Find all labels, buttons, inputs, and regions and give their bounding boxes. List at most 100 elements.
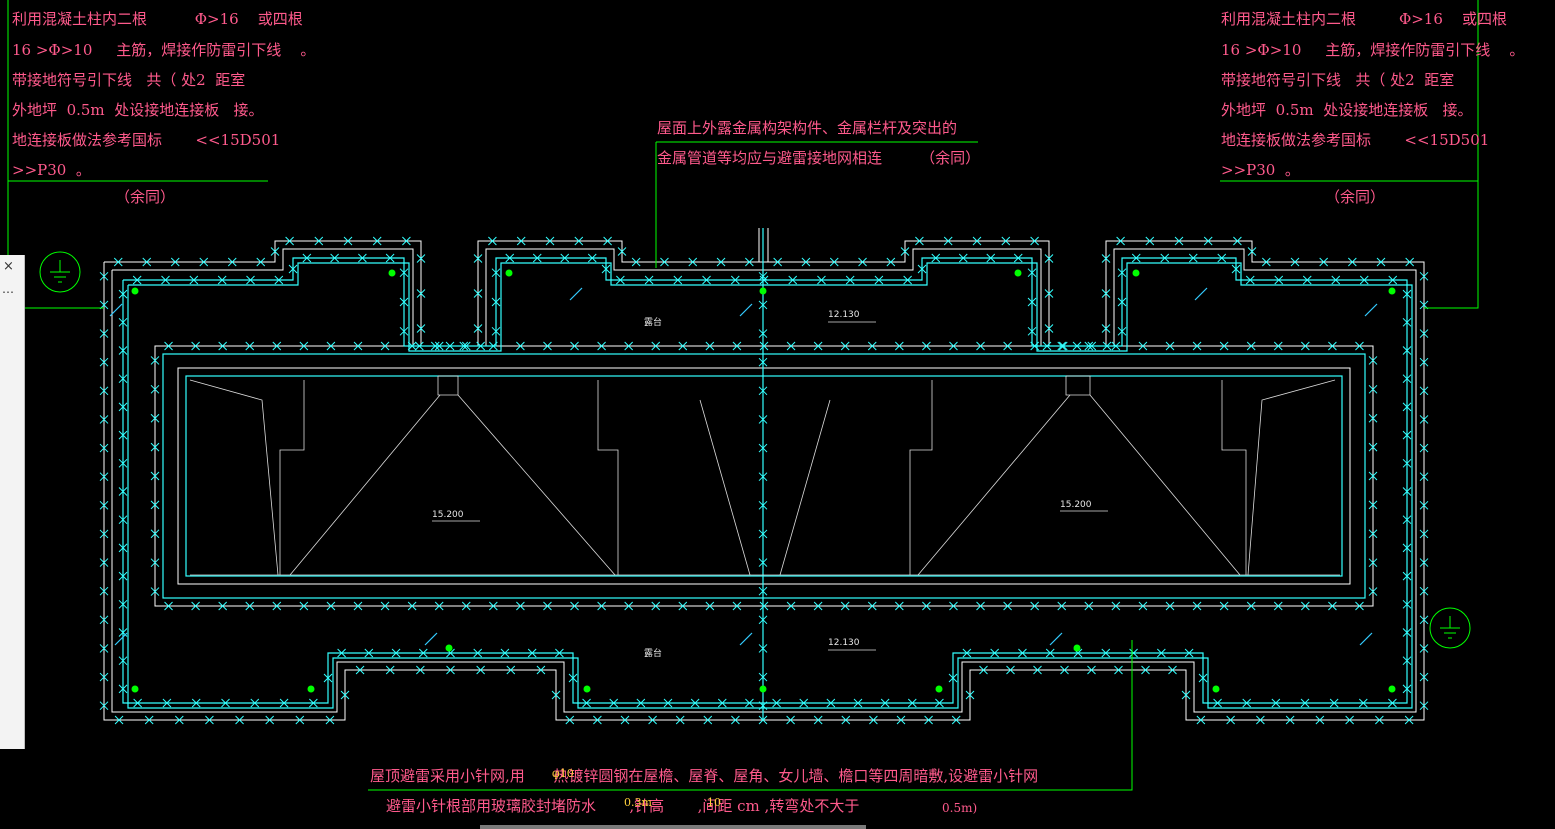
cross-outer-110 — [565, 715, 575, 725]
cross-outer-48 — [1101, 289, 1111, 298]
cross-inner-77 — [1358, 698, 1368, 708]
cross-inner-61 — [1402, 289, 1412, 299]
cross-inner-83 — [1198, 673, 1208, 683]
left-note-line2: 16 >Φ>10 主筋，焊接作防雷引下线 。 — [12, 41, 316, 59]
cross-outer-85 — [1196, 715, 1206, 725]
cross-inner-105 — [636, 698, 646, 708]
cross-stair-7 — [353, 341, 363, 351]
cross-stair-38 — [1192, 341, 1202, 351]
cross-inner-69 — [1402, 515, 1412, 525]
cross-stair-95 — [245, 601, 255, 611]
interior-line-0 — [189, 379, 279, 576]
cross-stair-15 — [570, 341, 579, 351]
cross-outer-99 — [869, 715, 878, 725]
cross-inner-67 — [1402, 458, 1412, 468]
air-terminal-markers — [99, 236, 1429, 725]
cross-outer-11 — [402, 236, 411, 246]
cross-inner-78 — [1329, 698, 1339, 708]
cross-stair-6 — [326, 341, 336, 351]
down-conductor-points — [131, 269, 1396, 693]
arrow-0 — [569, 287, 583, 301]
horizontal-scrollbar[interactable] — [480, 825, 866, 829]
cross-outer-101 — [813, 715, 823, 725]
cross-inner-40 — [1013, 253, 1023, 263]
cross-inner-54 — [1231, 264, 1241, 274]
cross-stair-79 — [678, 601, 688, 611]
cross-outer-47 — [1101, 324, 1111, 333]
cross-outer-43 — [1044, 289, 1054, 298]
cross-outer-52 — [1174, 236, 1184, 246]
cross-outer-103 — [758, 715, 768, 725]
bottom-note-line1: 屋顶避雷采用小针网,用 热镀锌圆钢在屋檐、屋脊、屋角、女儿墙、檐口等四周暗敷,设… — [370, 767, 1039, 785]
cross-stair-77 — [732, 601, 742, 611]
cross-outer-18 — [473, 289, 483, 298]
cross-stair-28 — [922, 341, 931, 351]
cross-stair-92 — [326, 601, 336, 611]
cross-outer-42 — [1044, 254, 1054, 263]
cross-inner-139 — [118, 317, 128, 327]
side-panel: × ⋯ — [0, 255, 25, 749]
cross-stair-83 — [570, 601, 579, 611]
cross-outer-12 — [416, 254, 426, 263]
cross-stair-37 — [1165, 341, 1175, 351]
cross-outer-71 — [1419, 529, 1429, 539]
cross-outer-37 — [915, 236, 924, 246]
bottom-note-overlap-spacing: 10 — [707, 796, 721, 809]
cross-outer-122 — [265, 715, 275, 725]
leader-2 — [1424, 0, 1479, 309]
cross-outer-1 — [142, 257, 152, 267]
cross-stair-62 — [1138, 601, 1148, 611]
cross-stair-89 — [407, 601, 417, 611]
cross-ridge-14 — [758, 672, 768, 682]
cross-inner-129 — [118, 599, 128, 609]
cross-outer-23 — [574, 236, 584, 246]
cross-inner-51 — [1160, 253, 1170, 263]
cross-inner-110 — [527, 648, 537, 658]
cross-inner-95 — [907, 698, 917, 708]
cross-inner-85 — [1156, 648, 1166, 658]
cross-stair-73 — [840, 601, 850, 611]
cross-inner-8 — [330, 253, 339, 263]
cross-stair-33 — [1057, 341, 1067, 351]
cross-outer-80 — [1345, 715, 1354, 725]
cross-stair-46 — [1368, 384, 1378, 394]
more-options-icon[interactable]: ⋯ — [2, 285, 14, 299]
cross-outer-100 — [841, 715, 851, 725]
cross-outer-121 — [295, 715, 305, 725]
cross-inner-20 — [505, 253, 515, 263]
interior-line-7 — [909, 380, 933, 575]
cross-stair-17 — [624, 341, 634, 351]
down-point-13 — [1073, 644, 1081, 652]
cross-outer-5 — [256, 257, 266, 267]
cross-outer-79 — [1375, 715, 1384, 725]
cross-inner-73 — [1402, 628, 1412, 637]
cross-inner-107 — [582, 698, 591, 708]
cross-inner-48 — [1117, 297, 1127, 307]
cross-outer-50 — [1116, 236, 1125, 246]
ground-icon-left-ring — [39, 251, 81, 293]
down-point-7 — [131, 685, 139, 693]
close-icon[interactable]: × — [3, 259, 14, 274]
cross-ridge-7 — [758, 472, 768, 482]
cross-ridge-3 — [758, 357, 768, 367]
interior-line-6 — [779, 399, 831, 576]
cross-outer-118 — [355, 665, 365, 675]
cross-stair-2 — [218, 341, 228, 351]
cross-inner-68 — [1402, 487, 1412, 496]
cross-inner-14 — [414, 341, 424, 351]
arrow-6 — [424, 632, 438, 646]
cross-outer-64 — [1419, 329, 1429, 338]
cross-outer-55 — [1247, 247, 1257, 256]
right-note-line5: 地连接板做法参考国标 <<15D501 — [1221, 131, 1490, 149]
down-point-1 — [388, 269, 396, 277]
cross-inner-37 — [931, 253, 941, 263]
down-point-6 — [1388, 287, 1396, 295]
cross-inner-50 — [1131, 253, 1141, 263]
right-note-line2: 16 >Φ>10 主筋，焊接作防雷引下线 。 — [1221, 41, 1525, 59]
cross-inner-80 — [1271, 698, 1281, 708]
cross-stair-86 — [488, 601, 498, 611]
cross-inner-118 — [323, 673, 333, 683]
cross-stair-98 — [164, 601, 173, 611]
cross-stair-74 — [813, 601, 823, 611]
